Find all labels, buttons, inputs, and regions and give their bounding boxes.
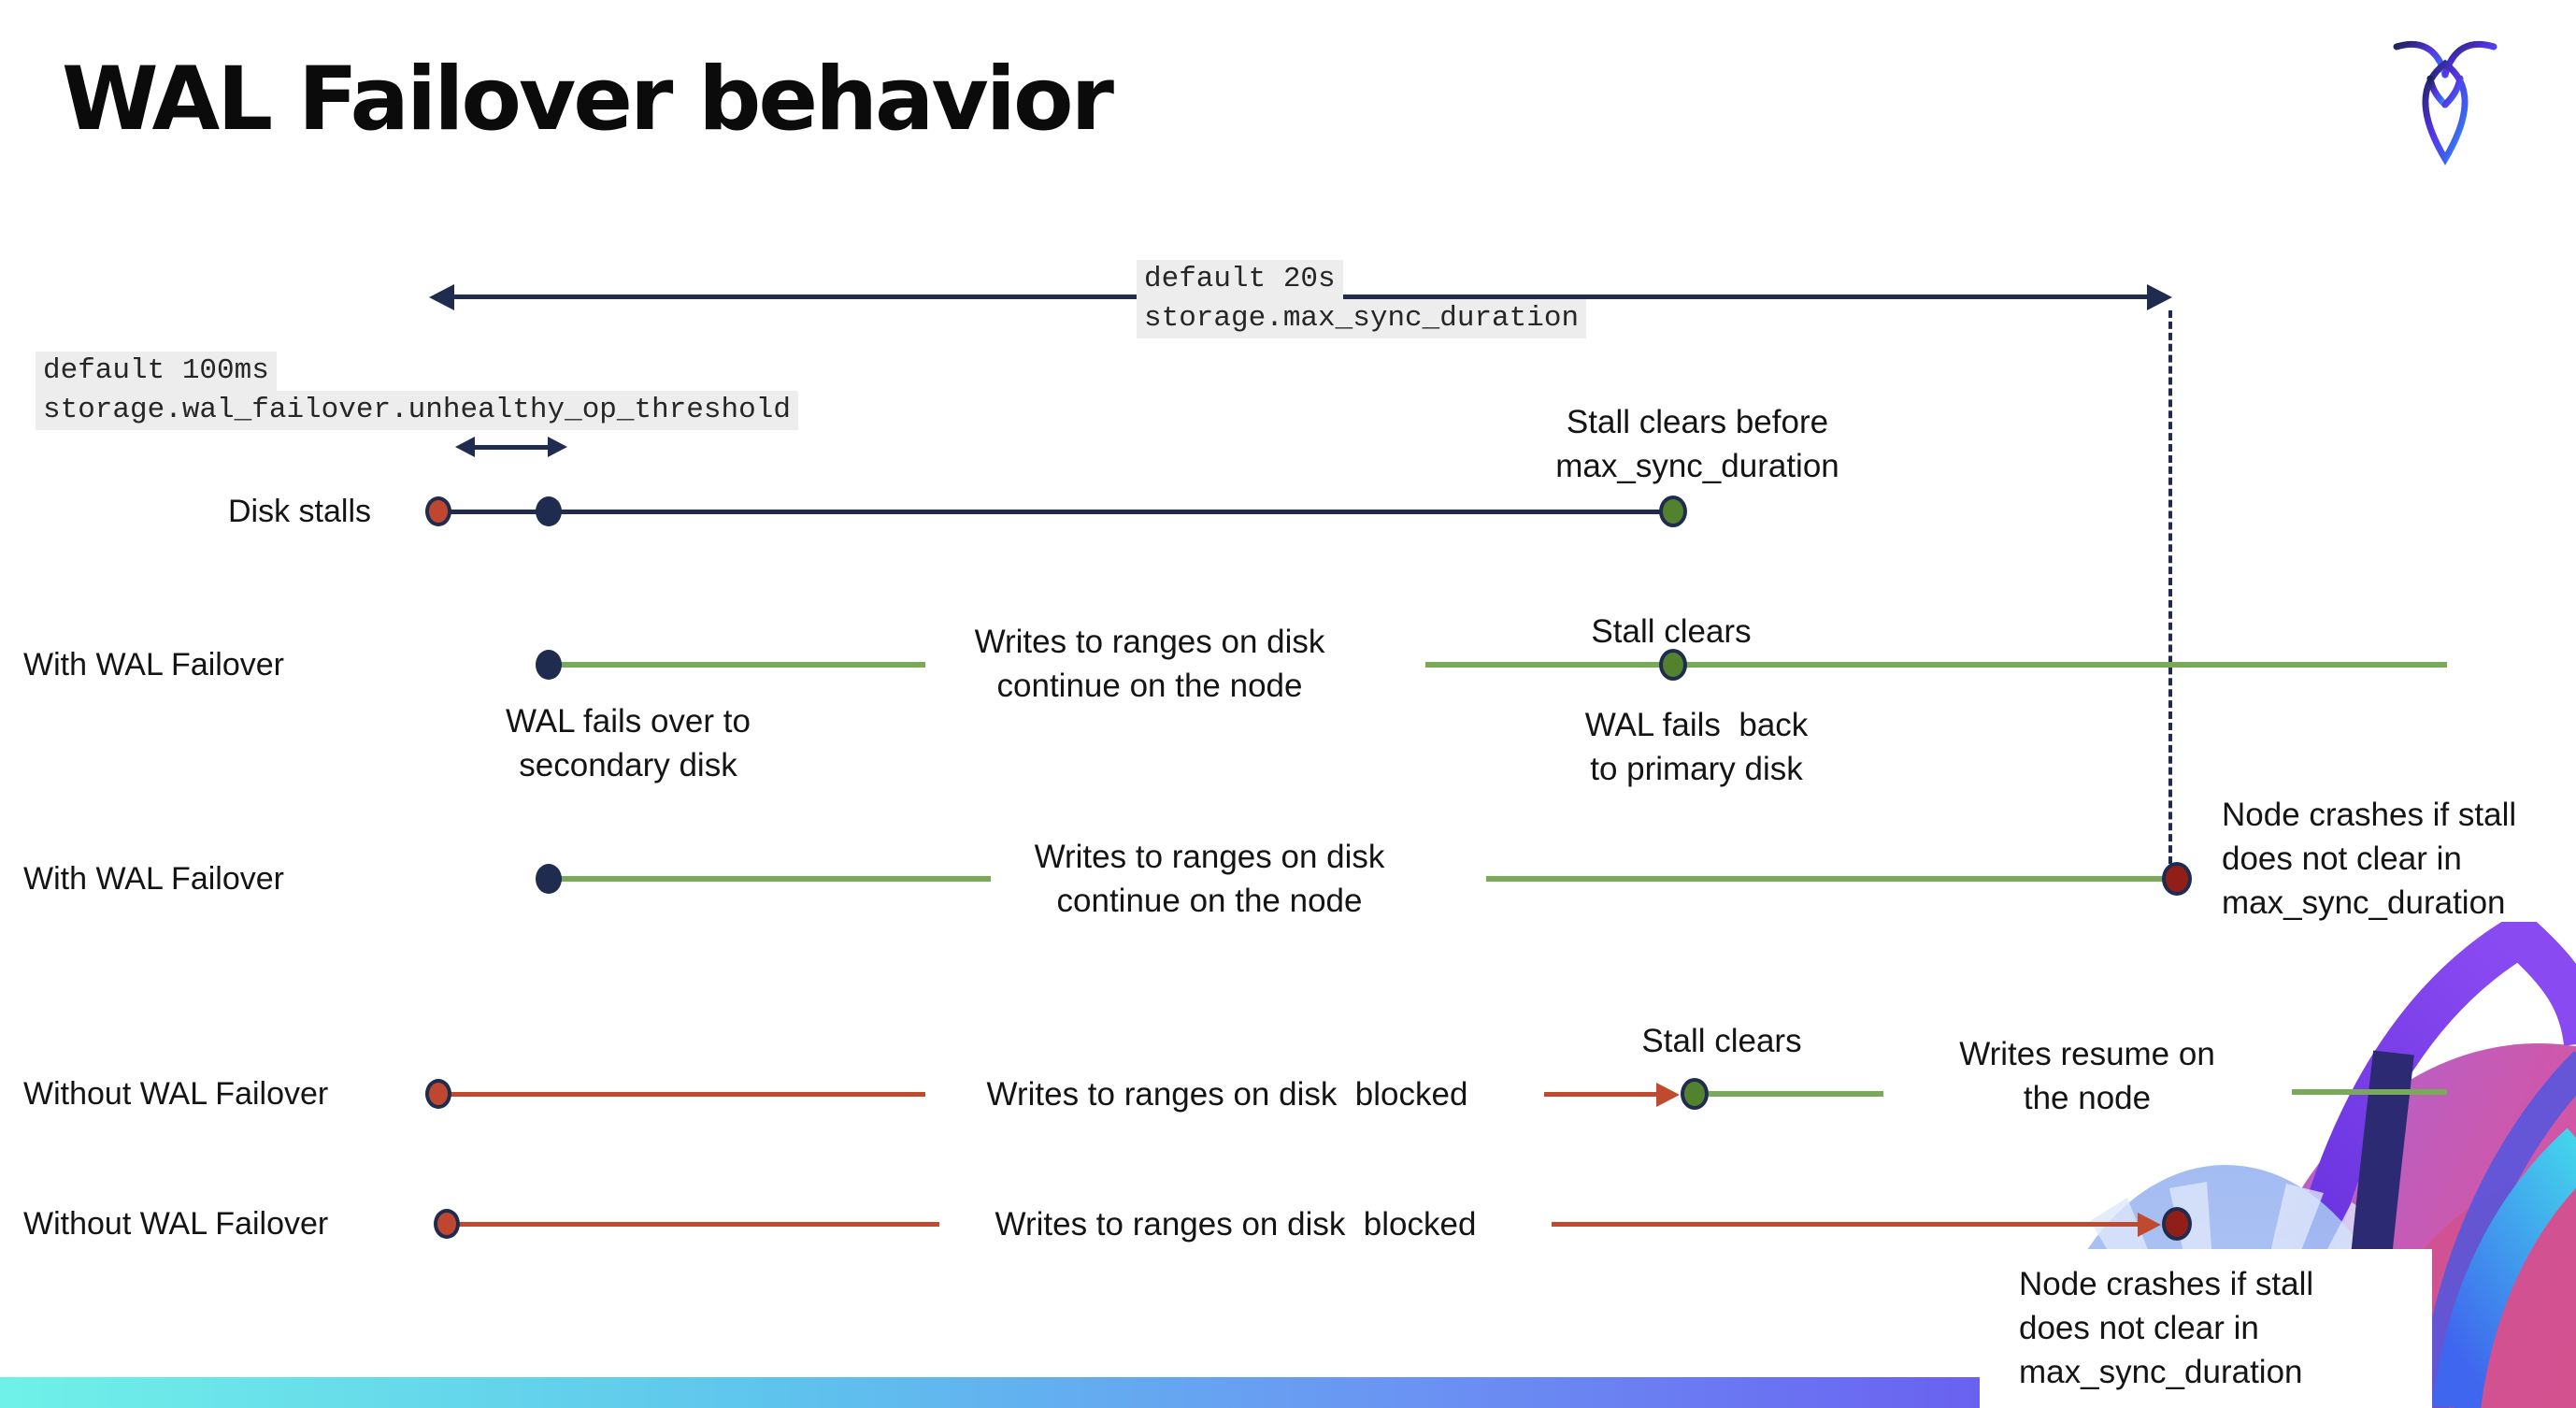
crash-callout-box: Node crashes if stall does not clear in … bbox=[1980, 1249, 2432, 1408]
row-label-without-wal-failover: Without WAL Failover bbox=[23, 1206, 329, 1242]
row-label-with-wal-failover: With WAL Failover bbox=[23, 861, 284, 897]
arrow-right-head-icon bbox=[2138, 1213, 2161, 1237]
note-node-crashes: Node crashes if stall does not clear in … bbox=[2019, 1266, 2314, 1390]
threshold-arrow-line bbox=[472, 445, 549, 450]
event-dot-failover bbox=[536, 650, 562, 680]
row-label-with-wal-failover: With WAL Failover bbox=[23, 647, 284, 682]
note-writes-continue: Writes to ranges on disk continue on the… bbox=[974, 624, 1325, 704]
timeline-segment bbox=[438, 510, 1673, 514]
max-sync-default-label: default 20s bbox=[1137, 260, 1343, 299]
arrow-left-head-icon bbox=[455, 437, 475, 457]
arrow-right-head-icon bbox=[2147, 284, 2172, 310]
event-dot-failover bbox=[536, 864, 562, 894]
event-dot-stall-clears bbox=[1659, 649, 1687, 681]
note-writes-resume: Writes resume on the node bbox=[1959, 1036, 2215, 1116]
event-dot-stall-start bbox=[425, 1079, 451, 1109]
arrow-right-head-icon bbox=[548, 437, 567, 457]
event-dot-stall-clears bbox=[1681, 1078, 1709, 1110]
arrow-left-head-icon bbox=[429, 284, 454, 310]
timeline-segment bbox=[451, 1092, 925, 1097]
timeline-segment bbox=[1486, 876, 2165, 882]
timeline-segment bbox=[1709, 1091, 1883, 1097]
max-sync-setting-label: storage.max_sync_duration bbox=[1137, 299, 1587, 338]
timeline-segment bbox=[1552, 1222, 2139, 1227]
note-writes-blocked: Writes to ranges on disk blocked bbox=[995, 1206, 1477, 1243]
threshold-setting-label: storage.wal_failover.unhealthy_op_thresh… bbox=[36, 391, 798, 430]
timeline-segment bbox=[561, 662, 925, 668]
timeline-segment bbox=[1425, 662, 2447, 668]
dashed-connector-line bbox=[2168, 310, 2172, 864]
threshold-default-label: default 100ms bbox=[36, 352, 277, 391]
note-writes-continue: Writes to ranges on disk continue on the… bbox=[1034, 839, 1385, 919]
note-fails-over: WAL fails over to secondary disk bbox=[506, 703, 751, 783]
event-dot-node-crash bbox=[2162, 862, 2192, 896]
cockroachdb-logo-icon bbox=[2393, 40, 2497, 165]
event-dot-stall-start bbox=[434, 1209, 460, 1239]
note-writes-blocked: Writes to ranges on disk blocked bbox=[986, 1076, 1468, 1113]
timeline-segment bbox=[459, 1222, 939, 1227]
note-stall-clears-before: Stall clears before max_sync_duration bbox=[1555, 404, 1839, 484]
timeline-segment bbox=[561, 876, 991, 882]
note-stall-clears: Stall clears bbox=[1641, 1023, 1802, 1059]
note-node-crashes: Node crashes if stall does not clear in … bbox=[2222, 797, 2517, 921]
note-fails-back: WAL fails back to primary disk bbox=[1584, 707, 1809, 787]
event-dot-node-crash bbox=[2162, 1207, 2192, 1241]
timeline-segment bbox=[1544, 1092, 1662, 1097]
event-dot-stall-clears bbox=[1659, 496, 1687, 527]
row-label-disk-stalls: Disk stalls bbox=[228, 494, 372, 529]
timeline-segment bbox=[2292, 1089, 2447, 1095]
row-label-without-wal-failover: Without WAL Failover bbox=[23, 1076, 329, 1112]
note-stall-clears: Stall clears bbox=[1591, 613, 1752, 650]
event-dot-stall-start bbox=[425, 496, 451, 526]
event-dot-threshold bbox=[536, 496, 562, 526]
arrow-right-head-icon bbox=[1656, 1083, 1680, 1107]
page-title: WAL Failover behavior bbox=[62, 49, 1114, 151]
